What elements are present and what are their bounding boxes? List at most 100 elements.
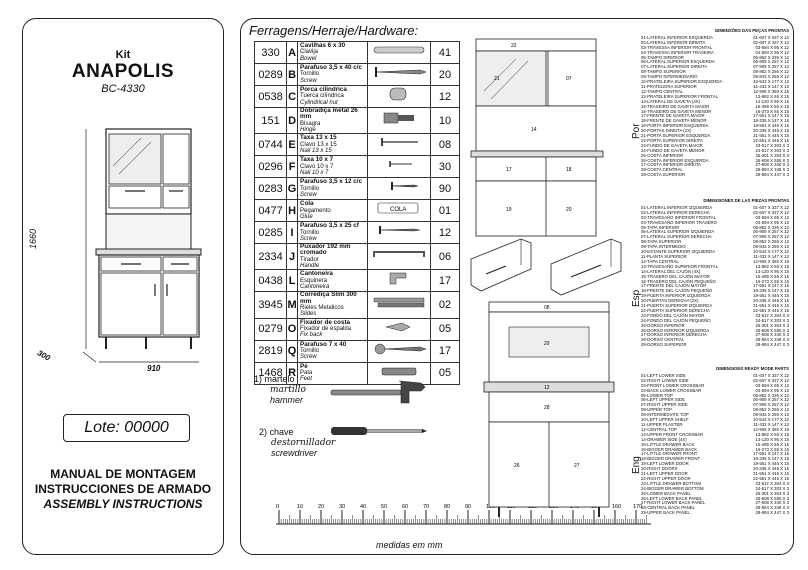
part-dimension: 09-843 X 256 X 12 [753,74,789,80]
ruler-tick-label: 50 [381,504,387,510]
part-dimension: 09-843 X 256 X 12 [753,244,789,250]
svg-text:08: 08 [544,305,550,311]
hardware-name-en: Fix back [300,332,323,339]
part-name: 29-DORSO SUPERIOR [641,342,687,348]
parts-row: 20-PUERTAS DERECHA (2X)20-335 X 446 X 15 [641,298,789,304]
part-dimension: 21-551 X 446 X 15 [753,133,789,139]
hardware-count: 12 [430,85,460,108]
hardware-qty: 0279 [253,317,288,341]
part-name: 24-FUNDO DE GAVETA MENOR [641,147,705,153]
hardware-name-es: Tornillo [300,347,320,354]
part-name: 22-PORTA SUPERIOR DIREITA [641,137,703,143]
part-dimension: 24-517 X 303 X 3 [755,317,789,323]
screw-icon [375,67,428,77]
part-dimension: 21-551 X 446 X 15 [753,303,789,309]
part-name: 04-TRAVESAÑO INFERIOR TRASERO [641,219,718,225]
hardware-name-en: Hinge [300,126,316,133]
part-name: 20-PUERTAS DERECHA (2X) [641,298,699,304]
part-dimension: 23-517 X 303 X 3 [755,480,789,486]
hardware-count: 17 [430,269,460,293]
hammer-icon [330,380,426,404]
hardware-name-en: Screw [300,191,317,198]
svg-text:07: 07 [566,76,572,82]
handle-icon [373,251,426,258]
tool-screwdriver: 2) chave destornillador screwdriver [259,427,335,458]
part-name: 25-LOWER BACK PANEL [641,490,691,496]
part-dimension: 25-301 X 303 X 3 [755,322,789,328]
part-name: 27-DORSO INFERIOR DERECHA [641,332,707,338]
part-dimension: 01-607 X 337 X 12 [753,372,789,378]
hardware-name-en: Nail 13 x 15 [300,147,332,154]
part-name: 22-RIGHT UPPER DOOR [641,475,691,481]
dowel-icon [373,46,425,54]
hardware-name-pt: Porca cilindrica [300,86,347,94]
part-name: 21-PORTA SUPERIOR ESQUERDA [641,133,711,139]
part-dimension: 17-551 X 147 X 15 [753,113,789,119]
hardware-count: 01 [430,199,460,223]
manual-title-en: ASSEMBLY INSTRUCTIONS [43,497,203,511]
part-name: 02-LATERAL INFERIOR DIREITA [641,39,706,45]
ruler-label: medidas em mm [376,540,443,550]
ruler-tick-label: 160 [612,504,621,510]
part-name: 19-PUERTA INFERIOR IZQUIERDA [641,293,711,299]
manual-title: MANUAL DE MONTAGEM INSTRUCCIONES DE ARMA… [23,467,223,512]
hardware-count: 02 [430,291,460,319]
manual-title-pt: MANUAL DE MONTAGEM [50,467,196,481]
part-name: 11-PLANTA SUPERIOR [641,253,687,259]
part-name: 14-LATERAL DE GAVETA (4X) [641,98,701,104]
part-name: 11-UPPER PLASTER [641,421,683,427]
hardware-code: I [286,221,299,245]
part-name: 05-LOWER TOP [641,392,673,398]
part-dimension: 15-489 X 65 X 15 [755,273,789,279]
height-dimension: 1660 [28,228,39,250]
part-dimension: 26-608 X 555 X 3 [755,495,789,501]
part-dimension: 06-909 X 257 X 12 [753,397,789,403]
lote-box: Lote: 00000 [63,414,190,442]
hardware-code: A [286,41,299,64]
hardware-count: 20 [430,63,460,86]
part-name: 18-FRENTE DE GAVETA MENOR [641,118,707,124]
hardware-name-pt: Fixador de costa [300,318,351,326]
part-dimension: 19-551 X 446 X 15 [753,293,789,299]
part-name: 13-UPPER FRONT CROSSBAR [641,431,704,437]
width-dimension: 910 [147,364,161,373]
part-name: 09-INTERMEDIATE TOP [641,412,689,418]
hardware-code: M [286,291,299,319]
hardware-name-es: Tuerca cilíndrica [300,93,344,100]
hardware-name-es: Pata [300,369,313,376]
part-dimension: 06-909 X 257 X 12 [753,59,789,65]
hardware-name-es: Clavija [300,49,319,56]
svg-text:26: 26 [514,463,520,469]
part-dimension: 26-608 X 555 X 3 [755,327,789,333]
part-dimension: 21-551 X 446 X 15 [753,471,789,477]
part-dimension: 02-607 X 337 X 12 [753,377,789,383]
tool-name-en: hammer [270,395,304,405]
hardware-qty: 0538 [253,85,288,108]
part-name: 12-TAPA CENTRAL [641,258,679,264]
hardware-count: 41 [430,41,460,64]
svg-text:21: 21 [494,76,500,82]
part-dimension: 18-335 X 147 X 15 [753,456,789,462]
